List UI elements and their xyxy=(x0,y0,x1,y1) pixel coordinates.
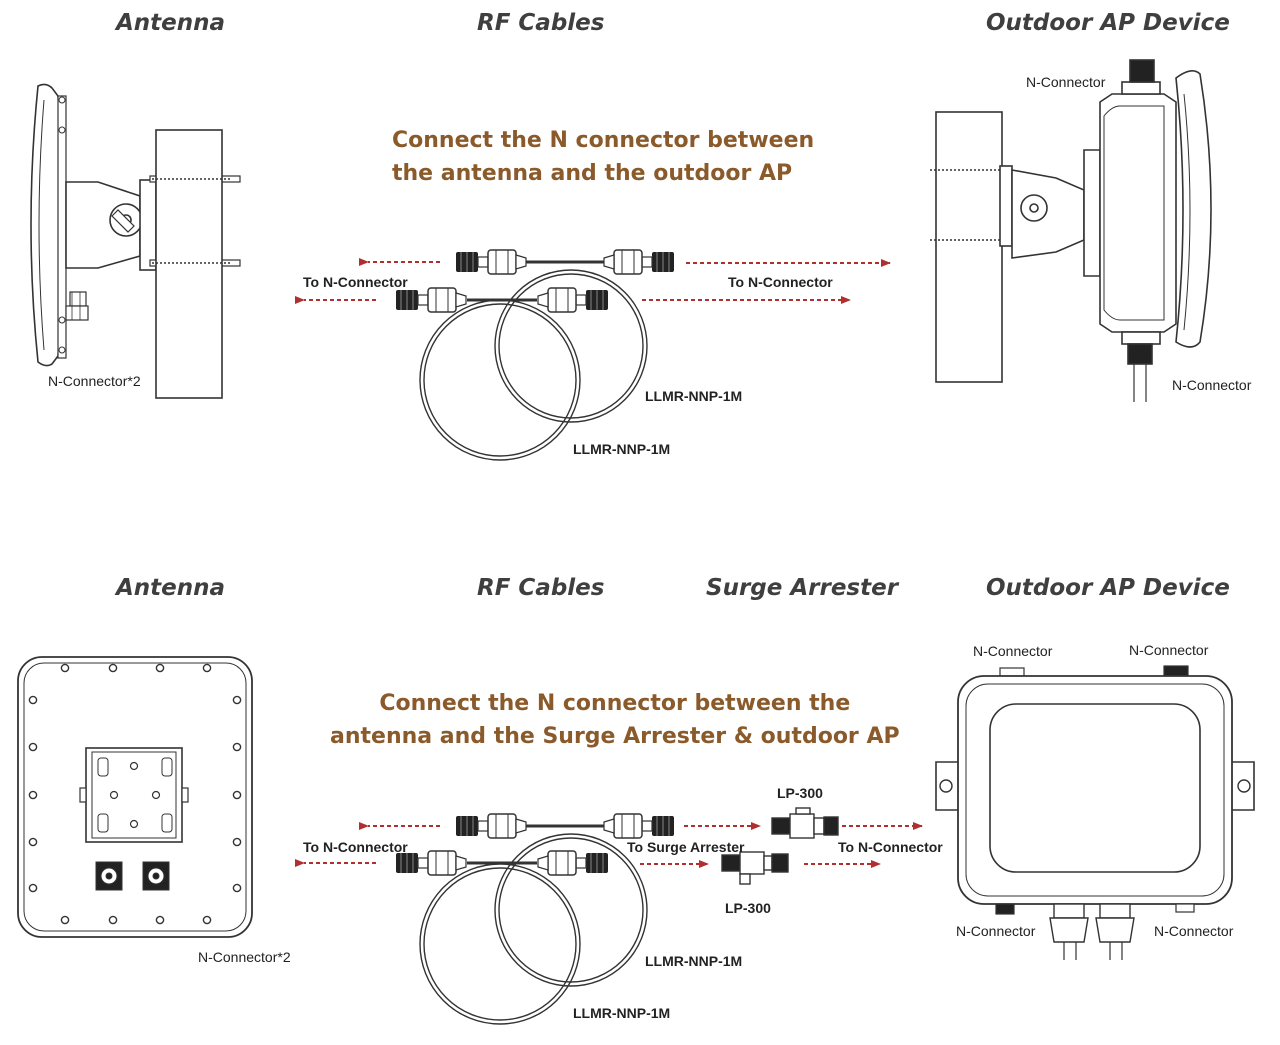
top-to-connector-right-label: To N-Connector xyxy=(728,274,833,290)
bottom-ap-connector-top-left-label: N-Connector xyxy=(973,643,1053,659)
bottom-surge-arrester-title: Surge Arrester xyxy=(706,575,899,601)
bottom-ap-connector-bottom-right-label: N-Connector xyxy=(1154,923,1234,939)
bottom-ap-connector-bottom-left-label: N-Connector xyxy=(956,923,1036,939)
bottom-to-connector-left-label: To N-Connector xyxy=(303,839,408,855)
bottom-antenna-title: Antenna xyxy=(116,575,226,601)
top-rf-cables-title: RF Cables xyxy=(477,10,605,36)
top-instruction: Connect the N connector between the ante… xyxy=(392,128,815,186)
bottom-ap-connector-top-right-label: N-Connector xyxy=(1129,642,1209,658)
surge-arrester-illustration xyxy=(721,807,839,885)
top-cable-a-label: LLMR-NNP-1M xyxy=(645,388,743,404)
arrester-bottom-label: LP-300 xyxy=(725,900,771,916)
bottom-cable-b-label: LLMR-NNP-1M xyxy=(573,1005,671,1021)
arrester-top-label: LP-300 xyxy=(777,785,823,801)
top-outdoor-ap-title: Outdoor AP Device xyxy=(986,10,1230,36)
bottom-antenna-connector-label: N-Connector*2 xyxy=(198,949,291,965)
top-rf-cables-illustration xyxy=(395,249,675,461)
bottom-ap-illustration xyxy=(935,665,1255,960)
bottom-rf-cables-illustration xyxy=(395,813,675,1025)
top-ap-illustration xyxy=(930,59,1212,402)
top-ap-connector-bottom-label: N-Connector xyxy=(1172,377,1252,393)
top-direction-arrows xyxy=(295,258,891,304)
top-antenna-title: Antenna xyxy=(116,10,226,36)
top-antenna-connector-label: N-Connector*2 xyxy=(48,373,141,389)
bottom-outdoor-ap-title: Outdoor AP Device xyxy=(986,575,1230,601)
top-ap-connector-top-label: N-Connector xyxy=(1026,74,1106,90)
bottom-cable-a-label: LLMR-NNP-1M xyxy=(645,953,743,969)
top-antenna-illustration xyxy=(30,83,241,399)
top-to-connector-left-label: To N-Connector xyxy=(303,274,408,290)
bottom-instruction: Connect the N connector between the ante… xyxy=(330,691,900,749)
top-cable-b-label: LLMR-NNP-1M xyxy=(573,441,671,457)
bottom-to-connector-right-label: To N-Connector xyxy=(838,839,943,855)
bottom-to-surge-arrester-label: To Surge Arrester xyxy=(627,839,745,855)
bottom-antenna-illustration xyxy=(17,656,253,938)
bottom-direction-arrows xyxy=(295,822,923,868)
bottom-rf-cables-title: RF Cables xyxy=(477,575,605,601)
